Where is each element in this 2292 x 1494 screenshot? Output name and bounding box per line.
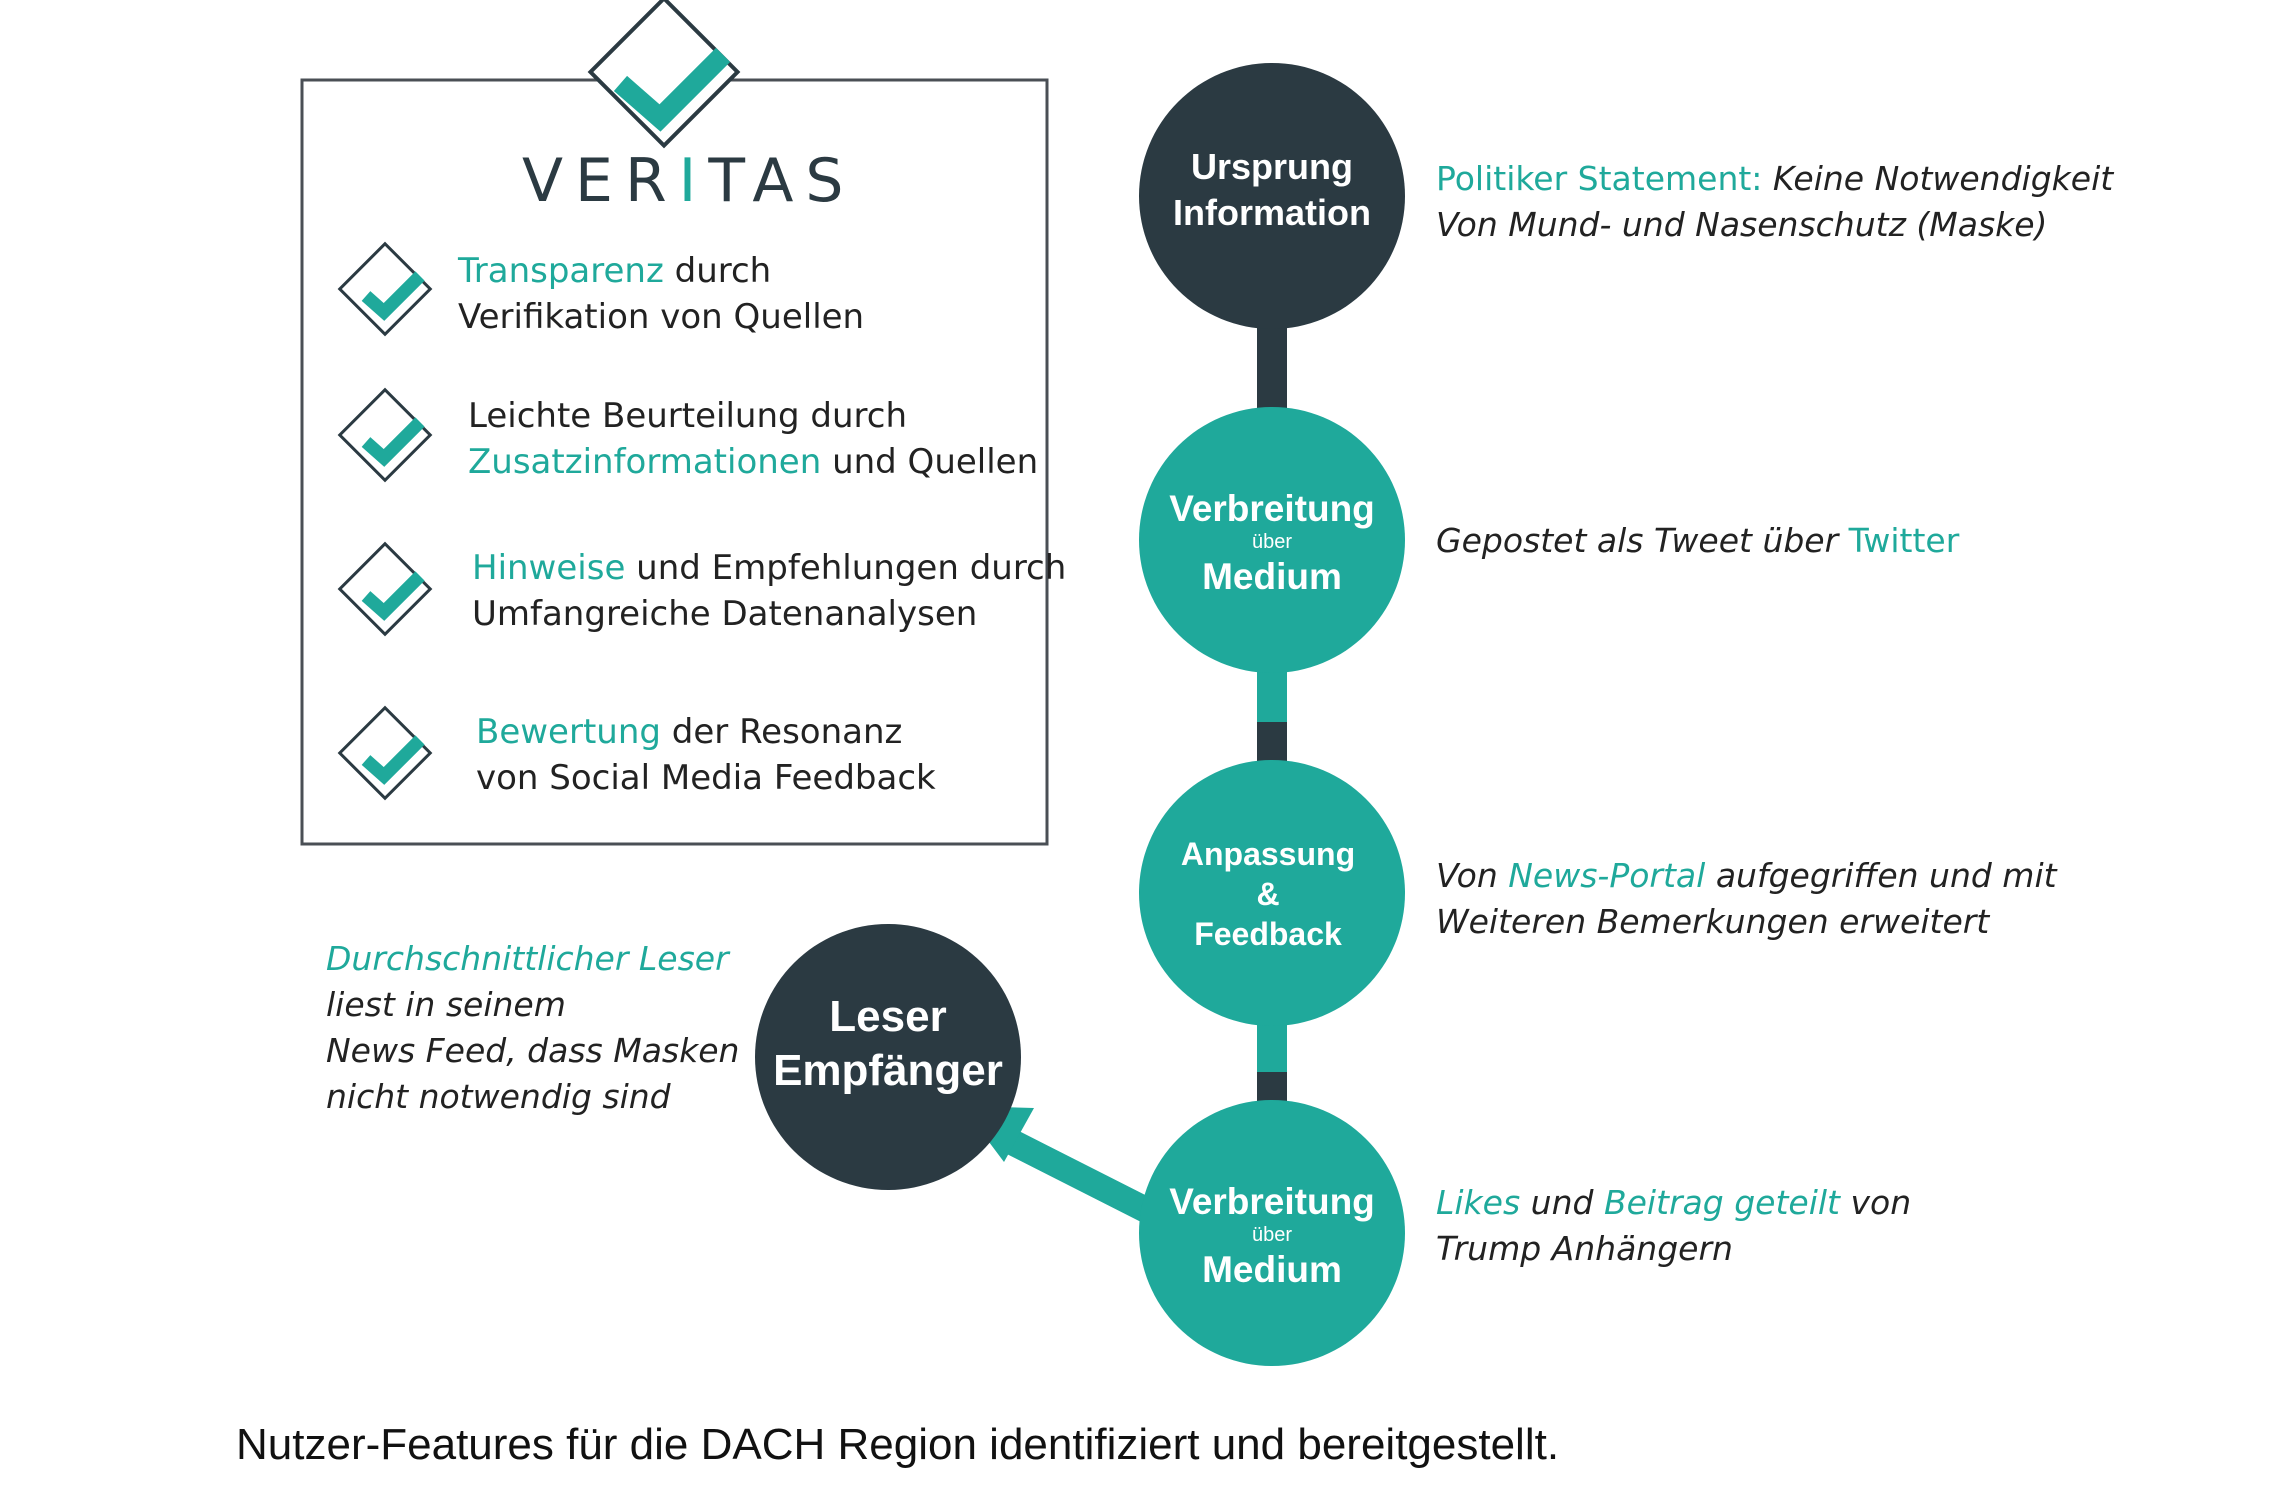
node-spread-2	[1139, 1100, 1405, 1366]
check-icon	[337, 541, 433, 637]
feature-rating: Bewertung der Resonanz von Social Media …	[476, 712, 936, 798]
note-spread-1: Gepostet als Tweet über Twitter	[1436, 521, 1960, 560]
node-adapt	[1139, 760, 1405, 1026]
node-adapt-label: Anpassung & Feedback	[1180, 836, 1356, 952]
feature-transparency: Transparenz durch Verifikation von Quell…	[458, 251, 865, 337]
note-spread-2: Likes und Beitrag geteilt von Trump Anhä…	[1436, 1183, 1912, 1268]
note-reader: Durchschnittlicher Leser liest in seinem…	[326, 939, 740, 1116]
node-reader	[755, 924, 1021, 1190]
node-origin-label: Ursprung Information	[1173, 146, 1371, 233]
node-spread-1-label: Verbreitung über Medium	[1169, 488, 1375, 597]
feature-box	[300, 78, 1049, 846]
node-spread-2-label: Verbreitung über Medium	[1169, 1181, 1375, 1290]
node-reader-label: Leser Empfänger	[773, 992, 1003, 1095]
caption: Nutzer-Features für die DACH Region iden…	[236, 1420, 1560, 1469]
check-icon	[337, 705, 433, 801]
check-icon	[337, 387, 433, 483]
feature-assessment: Leichte Beurteilung durch Zusatzinformat…	[468, 396, 1039, 482]
node-spread-1	[1139, 407, 1405, 673]
note-origin: Politiker Statement: Keine Notwendigkeit…	[1436, 159, 2114, 244]
brand-wordmark: VERITAS	[522, 146, 856, 216]
node-origin	[1139, 63, 1405, 329]
note-adapt: Von News-Portal aufgegriffen und mit Wei…	[1436, 856, 2057, 941]
check-icon	[337, 241, 433, 337]
feature-hints: Hinweise und Empfehlungen durch Umfangre…	[472, 548, 1067, 634]
veritas-logo-icon	[587, 0, 741, 149]
